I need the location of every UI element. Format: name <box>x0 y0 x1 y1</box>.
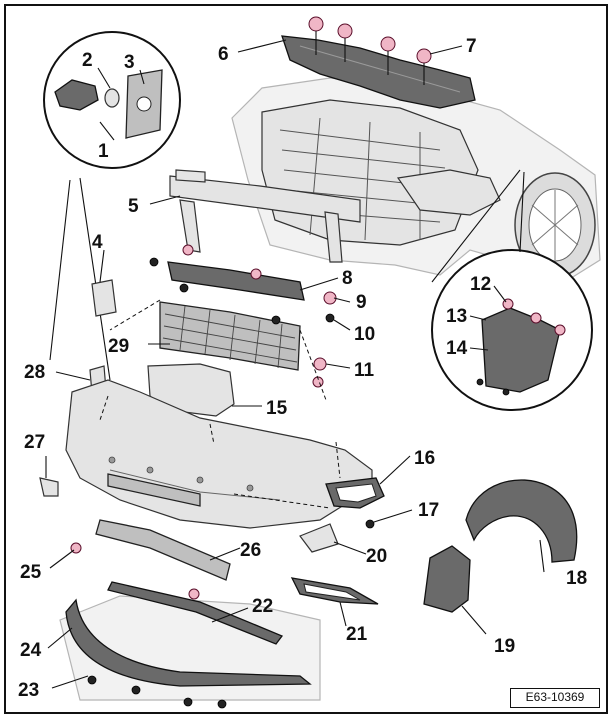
clip-detail-inset <box>431 169 593 411</box>
part-26-lower-grille <box>95 519 231 581</box>
part-6-upper-cover <box>281 35 476 109</box>
callout-leaders <box>45 39 545 689</box>
part-27-bracket <box>39 477 59 497</box>
callout-27: 27 <box>24 432 45 453</box>
callout-14: 14 <box>446 338 468 359</box>
callout-17: 17 <box>418 500 439 521</box>
part-19-trim-panel <box>423 545 471 613</box>
callout-18: 18 <box>566 568 587 589</box>
figure-reference-code: E63-10369 <box>510 688 600 708</box>
part-17-screw <box>365 519 375 529</box>
callout-7: 7 <box>466 36 477 57</box>
callout-24: 24 <box>20 640 42 661</box>
callout-21: 21 <box>346 624 368 645</box>
callout-22: 22 <box>252 596 273 617</box>
part-24-spoiler <box>65 598 312 687</box>
callout-11: 11 <box>354 360 375 381</box>
callout-25: 25 <box>20 562 42 583</box>
callout-20: 20 <box>366 546 387 567</box>
callout-8: 8 <box>342 268 353 289</box>
callout-28: 28 <box>24 362 45 383</box>
part-21-trim <box>290 577 379 605</box>
part-22-strip <box>107 581 284 645</box>
part-29-grille <box>159 301 301 371</box>
callout-13: 13 <box>446 306 467 327</box>
callout-6: 6 <box>218 44 229 65</box>
part-16-fog-frame <box>325 477 385 509</box>
sensor-detail-inset <box>43 31 181 381</box>
part-18-wheel-liner <box>465 479 578 563</box>
callout-16: 16 <box>414 448 435 469</box>
diagram-border <box>4 4 608 714</box>
callout-19: 19 <box>494 636 515 657</box>
callout-9: 9 <box>356 292 367 313</box>
callout-26: 26 <box>240 540 261 561</box>
part-23-screws <box>87 675 227 709</box>
callout-4: 4 <box>92 232 103 253</box>
assembly-dashed-lines <box>99 299 341 509</box>
callout-3: 3 <box>124 52 135 73</box>
callout-10: 10 <box>354 324 375 345</box>
part-5-cross-member <box>169 169 361 263</box>
part-4-bracket <box>91 279 117 317</box>
callout-labels: 1 2 3 4 5 6 7 8 9 10 11 12 13 14 15 16 1… <box>18 36 587 701</box>
callout-2: 2 <box>82 50 93 71</box>
callout-23: 23 <box>18 680 39 701</box>
callout-1: 1 <box>98 141 109 162</box>
callout-29: 29 <box>108 336 129 357</box>
callout-15: 15 <box>266 398 288 419</box>
callout-5: 5 <box>128 196 139 217</box>
vehicle-body-outline <box>231 77 601 286</box>
part-20-cover <box>299 523 339 553</box>
part-8-grille-carrier <box>167 261 305 301</box>
part-7-clips <box>308 16 432 85</box>
callout-12: 12 <box>470 274 491 295</box>
